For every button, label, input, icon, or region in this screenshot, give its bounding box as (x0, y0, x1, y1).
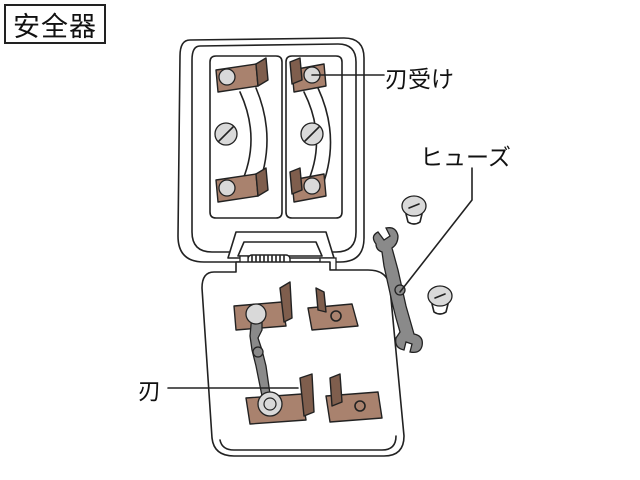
leader-lines (167, 74, 473, 389)
blade-receiver-bottom-right (289, 167, 327, 203)
blade-receiver-top-left (215, 57, 269, 93)
blade (245, 303, 283, 417)
lower-base (201, 261, 405, 457)
upper-cover (177, 37, 365, 263)
label-fuse: ヒューズ (420, 145, 511, 171)
diagram-title: 安全器 (4, 4, 106, 44)
loose-screw-lower (427, 285, 453, 315)
blade-receiver-bottom-left (215, 167, 269, 203)
lower-receiver-bottom-right (325, 373, 383, 423)
lower-receiver-top-right (307, 287, 359, 331)
loose-screw-upper (401, 195, 427, 225)
hinge (227, 231, 337, 272)
label-blade-receiver: 刃受け (385, 67, 454, 93)
fuse (372, 227, 423, 354)
label-blade: 刃 (138, 379, 161, 405)
